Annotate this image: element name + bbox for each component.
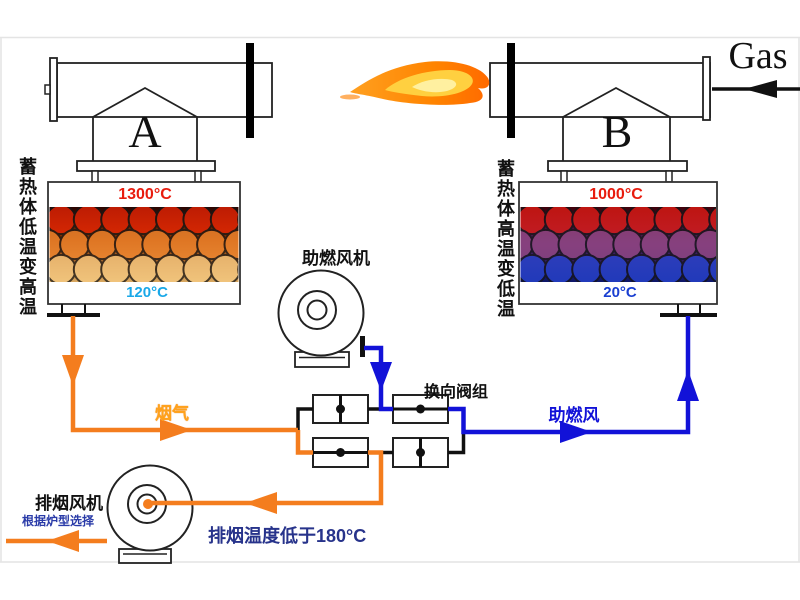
regenerator-ball bbox=[237, 263, 239, 276]
regenerator-a-bed-tint bbox=[49, 207, 239, 282]
flue-gas-arrow-right bbox=[160, 419, 192, 441]
regenerator-b-top-temp: 1000°C bbox=[589, 186, 643, 203]
burner-b-label: B bbox=[601, 106, 633, 157]
regenerator-a-top-temp: 1300°C bbox=[118, 186, 172, 203]
valve-bottom-left bbox=[312, 437, 369, 468]
valve-bottom-right bbox=[392, 437, 449, 468]
burner-a-flange-plate bbox=[76, 160, 216, 172]
flue-gas-arrow-into-fan bbox=[245, 492, 277, 514]
gas-supply-label: Gas bbox=[728, 35, 788, 77]
combustion-air-arrow-down bbox=[370, 362, 392, 391]
burner-a-pipe bbox=[56, 62, 273, 118]
burner-b-pipe bbox=[489, 62, 711, 118]
regenerator-b-bed-tint bbox=[520, 207, 716, 282]
flue-gas-arrow-out bbox=[47, 530, 79, 552]
regenerator-b-side-note: 蓄热体高温变低温 bbox=[495, 159, 515, 319]
burner-a-label: A bbox=[128, 106, 162, 157]
burner-a-leg bbox=[194, 170, 202, 183]
combustion-fan-outlet bbox=[360, 336, 365, 357]
exhaust-fan-note: 根据炉型选择 bbox=[21, 514, 95, 528]
combustion-air-arrow-up bbox=[677, 370, 699, 401]
combustion-fan-label: 助燃风机 bbox=[302, 249, 370, 268]
exhaust-fan-inlet-dot bbox=[143, 499, 153, 509]
regenerator-b-base-bar bbox=[660, 313, 717, 317]
flue-gas-path bbox=[6, 316, 384, 552]
burner-b bbox=[489, 43, 800, 183]
regenerator-ball bbox=[723, 230, 752, 259]
combustion-fan-hub bbox=[306, 299, 328, 321]
regenerator-a bbox=[47, 181, 241, 317]
exhaust-temp-note: 排烟温度低于180°C bbox=[208, 526, 367, 546]
combustion-air-arrow-right bbox=[560, 421, 592, 443]
regenerator-b bbox=[518, 181, 752, 317]
combustion-fan-icon bbox=[277, 269, 365, 368]
burner-a-leg bbox=[91, 170, 99, 183]
exhaust-fan-label: 排烟风机 bbox=[35, 494, 103, 513]
regenerator-ball bbox=[237, 213, 239, 226]
exhaust-fan-icon bbox=[106, 464, 194, 564]
valve-group-label: 换向阀组 bbox=[423, 384, 489, 401]
flue-gas-flow-label: 烟气 bbox=[155, 404, 189, 423]
burner-a bbox=[44, 43, 273, 183]
regenerator-b-bottom-temp: 20°C bbox=[603, 284, 637, 301]
flue-gas-arrow-down bbox=[62, 355, 84, 386]
burner-b-damper-bar bbox=[507, 43, 515, 138]
regenerator-a-base-bar bbox=[47, 313, 100, 317]
flame-icon bbox=[340, 61, 490, 105]
combustion-air-flow-label: 助燃风 bbox=[548, 406, 600, 425]
combustion-air-path bbox=[364, 316, 699, 443]
burner-a-damper-bar bbox=[246, 43, 254, 138]
burner-b-leg bbox=[665, 170, 673, 183]
burner-a-flange-nub bbox=[44, 84, 51, 95]
burner-b-flange bbox=[702, 56, 711, 121]
burner-b-flange-plate bbox=[547, 160, 688, 172]
regenerator-a-side-note: 蓄热体低温变高温 bbox=[17, 157, 37, 317]
burner-b-leg bbox=[560, 170, 568, 183]
burner-a-flange bbox=[49, 57, 58, 122]
regenerator-a-bottom-temp: 120°C bbox=[126, 284, 168, 301]
valve-top-left bbox=[312, 394, 369, 424]
gas-supply-arrow bbox=[712, 80, 800, 98]
